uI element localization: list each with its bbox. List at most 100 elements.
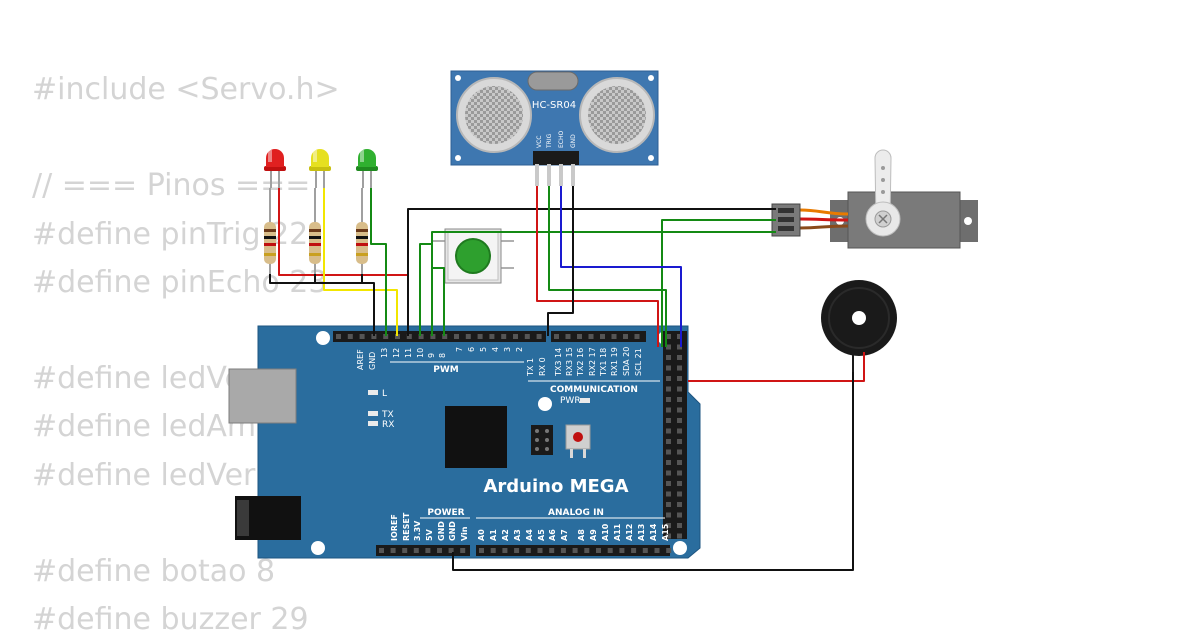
header-pin-hole[interactable] bbox=[677, 397, 682, 402]
header-pin-hole[interactable] bbox=[577, 334, 582, 339]
wire-servo-vcc[interactable] bbox=[431, 231, 776, 336]
header-pin-hole[interactable] bbox=[666, 386, 671, 392]
header-pin-hole[interactable] bbox=[677, 365, 682, 371]
header-pin-hole[interactable] bbox=[413, 548, 419, 553]
header-pin-hole[interactable] bbox=[677, 418, 682, 423]
header-pin-hole[interactable] bbox=[454, 334, 459, 339]
resistor-1[interactable] bbox=[264, 188, 276, 274]
header-pin-hole[interactable] bbox=[666, 344, 671, 350]
header-pin-hole[interactable] bbox=[502, 548, 508, 553]
header-pin-hole[interactable] bbox=[666, 523, 671, 528]
header-pin-hole[interactable] bbox=[654, 548, 660, 553]
header-pin-hole[interactable] bbox=[666, 439, 671, 444]
arduino-mega-board[interactable]: L TX RX PWR PWM COMMUNICATION POWER ANAL… bbox=[228, 325, 701, 559]
header-pin-hole[interactable] bbox=[565, 334, 571, 339]
header-pin-hole[interactable] bbox=[402, 548, 408, 553]
header-pin-hole[interactable] bbox=[666, 481, 671, 486]
header-pin-hole[interactable] bbox=[477, 334, 483, 339]
header-pin-hole[interactable] bbox=[677, 334, 682, 339]
header-pin-hole[interactable] bbox=[525, 548, 531, 553]
wire-red-led[interactable] bbox=[278, 188, 409, 336]
led-yellow[interactable] bbox=[309, 149, 331, 188]
header-pin-hole[interactable] bbox=[666, 512, 671, 518]
header-pin-hole[interactable] bbox=[418, 334, 424, 339]
ultrasonic-sensor-hc-sr04[interactable]: HC-SR04 VCC TRIG ECHO GND bbox=[450, 70, 659, 186]
header-pin-hole[interactable] bbox=[634, 334, 640, 339]
header-pin-hole[interactable] bbox=[465, 334, 471, 339]
wire-sensor-trig[interactable] bbox=[548, 186, 667, 347]
header-pin-hole[interactable] bbox=[430, 334, 436, 339]
header-pin-hole[interactable] bbox=[490, 548, 496, 553]
resistor-3[interactable] bbox=[356, 188, 368, 274]
header-pin-hole[interactable] bbox=[448, 548, 454, 553]
header-pin-hole[interactable] bbox=[677, 460, 682, 465]
header-pin-hole[interactable] bbox=[554, 334, 559, 339]
resistor-2[interactable] bbox=[309, 188, 321, 274]
header-pin-hole[interactable] bbox=[513, 334, 518, 339]
header-pin-hole[interactable] bbox=[677, 491, 682, 497]
button-cap[interactable] bbox=[455, 238, 491, 274]
wire-green-led[interactable] bbox=[370, 188, 387, 336]
header-pin-hole[interactable] bbox=[390, 548, 396, 553]
header-pin-hole[interactable] bbox=[677, 344, 682, 350]
header-pin-hole[interactable] bbox=[537, 548, 543, 553]
header-pin-hole[interactable] bbox=[514, 548, 520, 553]
header-pin-hole[interactable] bbox=[666, 334, 671, 339]
header-pin-hole[interactable] bbox=[572, 548, 578, 553]
header-pin-hole[interactable] bbox=[611, 334, 617, 339]
header-pin-hole[interactable] bbox=[677, 502, 682, 507]
header-pin-hole[interactable] bbox=[666, 355, 671, 360]
header-pin-hole[interactable] bbox=[677, 386, 682, 392]
header-pin-hole[interactable] bbox=[479, 548, 484, 553]
header-pin-hole[interactable] bbox=[560, 548, 566, 553]
header-pin-hole[interactable] bbox=[666, 533, 671, 539]
wire-button-ground[interactable] bbox=[407, 208, 776, 336]
header-pin-hole[interactable] bbox=[347, 334, 353, 339]
header-pin-hole[interactable] bbox=[600, 334, 605, 339]
header-pin-hole[interactable] bbox=[406, 334, 412, 339]
header-pin-hole[interactable] bbox=[642, 548, 648, 553]
header-pin-hole[interactable] bbox=[677, 533, 682, 539]
header-pin-hole[interactable] bbox=[677, 355, 682, 360]
header-pin-hole[interactable] bbox=[524, 334, 530, 339]
wire-sensor-echo[interactable] bbox=[560, 186, 682, 347]
header-pin-hole[interactable] bbox=[371, 334, 377, 339]
header-pin-hole[interactable] bbox=[395, 334, 400, 339]
header-pin-hole[interactable] bbox=[379, 548, 384, 553]
header-pin-hole[interactable] bbox=[359, 334, 365, 339]
header-pin-hole[interactable] bbox=[588, 334, 594, 339]
wire-buzzer-signal[interactable] bbox=[688, 362, 865, 382]
header-pin-hole[interactable] bbox=[666, 376, 671, 381]
header-pin-hole[interactable] bbox=[677, 376, 682, 381]
sensor-pin-vcc[interactable] bbox=[535, 164, 539, 186]
header-pin-hole[interactable] bbox=[677, 512, 682, 518]
header-pin-hole[interactable] bbox=[677, 439, 682, 444]
header-pin-hole[interactable] bbox=[677, 449, 682, 455]
header-pin-hole[interactable] bbox=[584, 548, 590, 553]
sensor-pin-trig[interactable] bbox=[547, 164, 551, 186]
wire-servo-signal[interactable] bbox=[661, 219, 776, 347]
header-pin-hole[interactable] bbox=[536, 334, 542, 339]
wire-yellow-led[interactable] bbox=[323, 188, 398, 336]
header-pin-hole[interactable] bbox=[666, 502, 671, 507]
push-button[interactable] bbox=[432, 228, 514, 284]
header-pin-hole[interactable] bbox=[336, 334, 341, 339]
header-pin-hole[interactable] bbox=[623, 334, 628, 339]
header-pin-hole[interactable] bbox=[619, 548, 625, 553]
buzzer[interactable] bbox=[821, 280, 897, 372]
header-pin-hole[interactable] bbox=[489, 334, 495, 339]
header-pin-hole[interactable] bbox=[442, 334, 448, 339]
wire-button-signal[interactable] bbox=[419, 243, 432, 336]
wire-led-ground[interactable] bbox=[269, 274, 375, 336]
header-pin-hole[interactable] bbox=[666, 397, 671, 402]
wire-button-vcc[interactable] bbox=[432, 267, 445, 336]
header-pin-hole[interactable] bbox=[425, 548, 431, 553]
led-green[interactable] bbox=[356, 149, 378, 188]
sensor-pin-gnd[interactable] bbox=[571, 164, 575, 186]
header-pin-hole[interactable] bbox=[677, 470, 682, 476]
wire-sensor-gnd[interactable] bbox=[547, 186, 574, 336]
header-pin-hole[interactable] bbox=[666, 449, 671, 455]
header-pin-hole[interactable] bbox=[666, 460, 671, 465]
header-pin-hole[interactable] bbox=[677, 523, 682, 528]
header-pin-hole[interactable] bbox=[666, 365, 671, 371]
